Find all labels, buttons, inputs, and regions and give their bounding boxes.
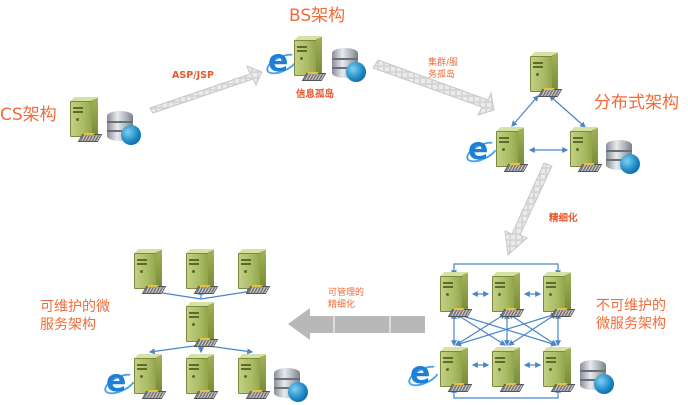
transition-arrow-distributed-to-micro: [504, 162, 553, 257]
title-line: 可维护的微: [40, 299, 110, 315]
mesh-bottom-bracket: [451, 386, 561, 399]
transition-arrow-bs-to-distributed: [372, 59, 495, 116]
server-icon: [292, 36, 327, 82]
hub-link: [200, 288, 254, 300]
server-icon: [438, 347, 473, 393]
transition-label-line: 务孤岛: [428, 70, 456, 81]
server-icon: [528, 52, 563, 98]
internet-explorer-icon: e: [463, 132, 501, 167]
mesh-link: [454, 312, 558, 347]
server-icon: [236, 354, 271, 400]
transition-arrow-micro-to-maintainable: [288, 308, 425, 340]
server-icon: [494, 127, 529, 173]
server-icon: [438, 272, 473, 318]
maintainable-microservice-title: 可维护的微 服务架构: [40, 298, 110, 334]
server-icon: [132, 354, 167, 400]
database-icon: [107, 111, 141, 147]
database-icon: [274, 368, 308, 404]
server-icon: [568, 127, 603, 173]
hub-link: [148, 344, 202, 355]
internet-explorer-icon: e: [263, 44, 301, 79]
mesh-top-bracket: [451, 263, 561, 277]
transition-label-line: 集群/服: [428, 58, 459, 68]
server-icon: [68, 97, 103, 143]
transition-label-manageable: 可管理的 精细化: [328, 287, 364, 311]
database-icon: [332, 48, 366, 84]
title-line: 不可维护的: [596, 298, 666, 314]
server-icon: [541, 272, 576, 318]
internet-explorer-icon: e: [101, 364, 139, 399]
server-icon: [184, 354, 219, 400]
transition-label-asp-jsp: ASP/JSP: [172, 70, 214, 81]
server-icon: [184, 249, 219, 295]
cs-architecture-title: CS架构: [0, 105, 57, 125]
transition-label-line: 可管理的: [328, 288, 365, 298]
internet-explorer-icon: e: [405, 356, 443, 391]
unmaintainable-microservice-title: 不可维护的 微服务架构: [596, 297, 666, 333]
transition-label-line: 精细化: [328, 300, 356, 311]
database-icon: [580, 360, 614, 396]
transition-label-refine: 精细化: [549, 213, 578, 224]
server-icon: [490, 347, 525, 393]
transition-arrow-cs-to-bs: [149, 65, 263, 114]
server-icon: [132, 249, 167, 295]
server-icon: [236, 249, 271, 295]
bs-caption: 信息孤岛: [296, 89, 335, 100]
server-icon: [184, 302, 219, 348]
distributed-architecture-title: 分布式架构: [594, 93, 679, 113]
bs-architecture-title: BS架构: [289, 6, 346, 26]
server-icon: [541, 347, 576, 393]
title-line: 微服务架构: [596, 316, 666, 333]
server-icon: [490, 272, 525, 318]
database-icon: [606, 140, 640, 176]
link-top-right: [549, 95, 586, 128]
link-top-left: [511, 95, 539, 127]
transition-label-cluster: 集群/服 务孤岛: [428, 57, 458, 81]
title-line: 服务架构: [40, 317, 96, 334]
